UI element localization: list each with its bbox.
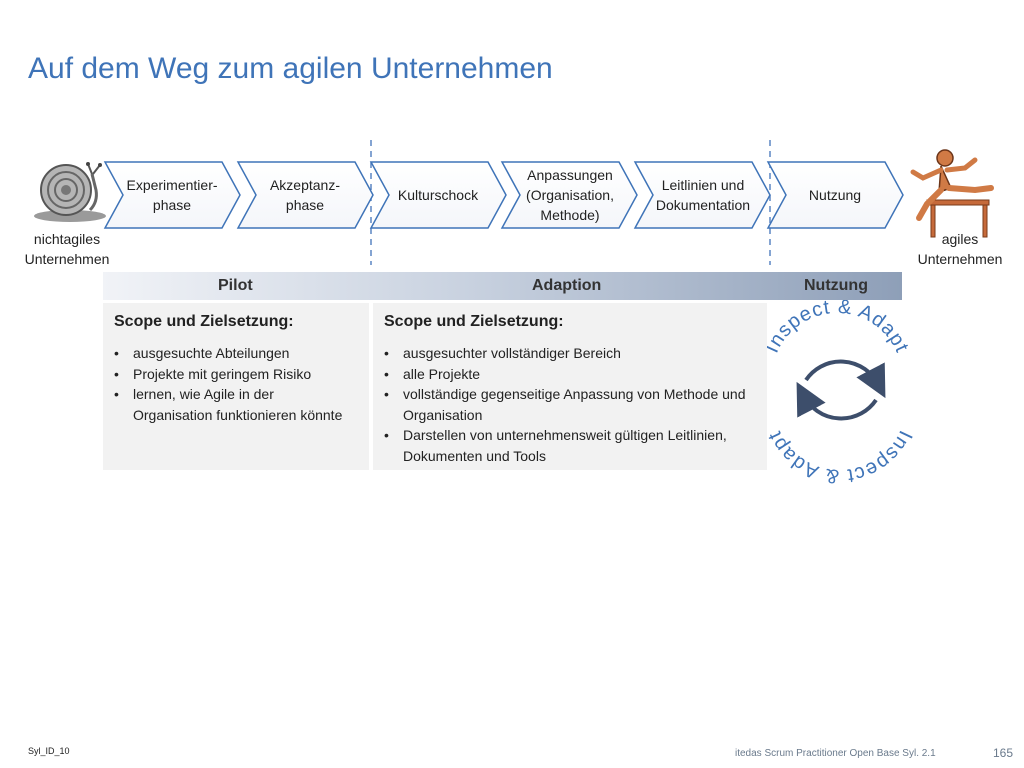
phase-label-2: Akzeptanz-phase [251,164,359,226]
phase-label-text: Kulturschock [397,187,479,203]
chevron-3 [369,161,507,229]
phase-label-1: Experimentier-phase [118,164,226,226]
list-item: alle Projekte [384,364,759,385]
chevron-4 [500,161,638,229]
phase-label-text: Experimentier-phase [126,177,218,213]
pilot-scope-list: ausgesuchte Abteilungen Projekte mit ger… [114,343,349,425]
cycle-text-bottom: Inspect & Adapt [764,427,917,487]
end-label: agiles Unternehmen [917,231,1003,267]
band-label-nutzung: Nutzung [804,277,868,294]
phase-label-6: Nutzung [781,164,889,226]
pilot-scope-heading: Scope und Zielsetzung: [114,313,294,330]
chevron-5 [633,161,771,229]
inspect-adapt-cycle: Inspect & Adapt Inspect & Adapt [761,296,917,488]
phase-label-4: Anpassungen(Organisation,Methode) [515,164,625,226]
list-item: lernen, wie Agile in der Organisation fu… [114,384,349,425]
start-label: nichtagiles Unternehmen [24,231,110,267]
page-title: Auf dem Weg zum agilen Unternehmen [28,52,553,85]
snail-icon [34,162,106,222]
stage-band [103,272,902,300]
band-label-adaption: Adaption [532,277,602,294]
page-number: 165 [993,746,1014,760]
phase-label-text: Akzeptanz-phase [269,177,341,213]
list-item: ausgesuchter vollständiger Bereich [384,343,759,364]
chevron-6 [766,161,904,229]
band-label-pilot: Pilot [218,277,253,294]
slide-id: Syl_ID_10 [28,746,70,756]
list-item: ausgesuchte Abteilungen [114,343,349,364]
footer-source: itedas Scrum Practitioner Open Base Syl.… [735,748,936,759]
adaption-scope-heading: Scope und Zielsetzung: [384,313,564,330]
pilot-scope-box: Scope und Zielsetzung: ausgesuchte Abtei… [103,303,369,470]
phase-label-text: Anpassungen(Organisation,Methode) [526,167,614,223]
phase-label-3: Kulturschock [384,164,492,226]
list-item: Darstellen von unternehmensweit gültigen… [384,425,759,466]
adaption-scope-box: Scope und Zielsetzung: ausgesuchter voll… [373,303,767,470]
list-item: Projekte mit geringem Risiko [114,364,349,385]
list-item: vollständige gegenseitige Anpassung von … [384,384,759,425]
chevron-2 [236,161,374,229]
hurdler-icon [910,149,994,238]
cycle-text-top: Inspect & Adapt [761,296,913,357]
cycle-arrow-top [804,359,886,399]
chevron-1 [103,161,241,229]
phase-label-text: Nutzung [808,187,862,203]
cycle-arrow-bottom [796,381,878,421]
adaption-scope-list: ausgesuchter vollständiger Bereich alle … [384,343,759,466]
